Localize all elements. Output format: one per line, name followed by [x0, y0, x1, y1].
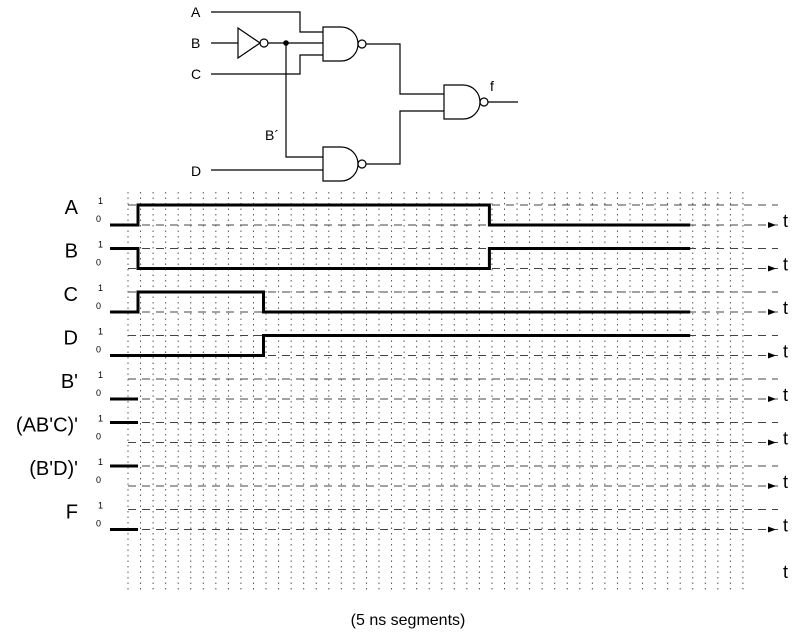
level-low-label: 0 [96, 258, 101, 268]
waveform-line [110, 290, 691, 314]
time-axis-label: t [783, 562, 788, 582]
time-axis-label: t [783, 255, 788, 275]
timing-grid [127, 192, 778, 592]
time-axis-label: t [783, 429, 788, 449]
axis-arrow [768, 309, 776, 315]
waveform-line [110, 203, 691, 227]
signal-label: F [66, 502, 78, 524]
time-axis-label: t [783, 385, 788, 405]
input-label-d: D [191, 163, 201, 179]
time-axis-label: t [783, 211, 788, 231]
level-high-label: 1 [98, 414, 103, 424]
axis-arrow [768, 222, 776, 228]
level-high-label: 1 [98, 370, 103, 380]
time-axis-label: t [783, 516, 788, 536]
wire-nand2-out [366, 110, 444, 165]
nand-gate-3 [443, 84, 489, 120]
level-high-label: 1 [98, 283, 103, 293]
axis-arrow [768, 483, 776, 489]
level-low-label: 0 [96, 519, 101, 529]
axis-arrow [768, 526, 776, 533]
inverter-output-label: B´ [265, 127, 279, 143]
waveform-line [110, 247, 691, 270]
inverter-gate [237, 26, 269, 60]
level-high-label: 1 [98, 457, 103, 467]
level-high-label: 1 [98, 196, 103, 206]
signal-label: B' [61, 371, 78, 393]
wire-b-prime-down [285, 43, 323, 158]
signal-label: B [65, 241, 78, 263]
wire-nand1-out [366, 43, 444, 95]
level-low-label: 0 [96, 475, 101, 485]
level-high-label: 1 [98, 327, 103, 337]
waveform-line [110, 334, 691, 357]
wire-c [211, 54, 323, 75]
axis-arrow [768, 396, 776, 402]
signal-label: (B'D)' [29, 458, 78, 480]
nand-gate-1 [322, 26, 367, 62]
axis-arrow [768, 265, 776, 272]
axis-arrow [768, 439, 776, 446]
level-high-label: 1 [98, 240, 103, 250]
timing-waveforms [110, 203, 691, 531]
input-label-c: C [191, 66, 201, 82]
level-low-label: 0 [96, 214, 101, 224]
signal-label: A [65, 197, 79, 219]
output-label-f: f [490, 78, 494, 94]
nand-gate-2 [322, 146, 367, 182]
signal-label: (AB'C)' [16, 415, 78, 437]
time-axis-label: t [783, 298, 788, 318]
input-label-b: B [191, 35, 200, 51]
level-low-label: 0 [96, 301, 101, 311]
time-axis-label: t [783, 342, 788, 362]
segment-caption: (5 ns segments) [351, 612, 466, 629]
axis-arrow [768, 352, 776, 359]
signal-label: C [64, 284, 78, 306]
level-high-label: 1 [98, 501, 103, 511]
level-low-label: 0 [96, 388, 101, 398]
wire-a [211, 11, 323, 33]
level-low-label: 0 [96, 345, 101, 355]
logic-circuit: A B C D B´ f [191, 4, 518, 182]
level-low-label: 0 [96, 432, 101, 442]
time-axis-label: t [783, 472, 788, 492]
input-label-a: A [191, 4, 201, 20]
signal-label: D [64, 328, 78, 350]
